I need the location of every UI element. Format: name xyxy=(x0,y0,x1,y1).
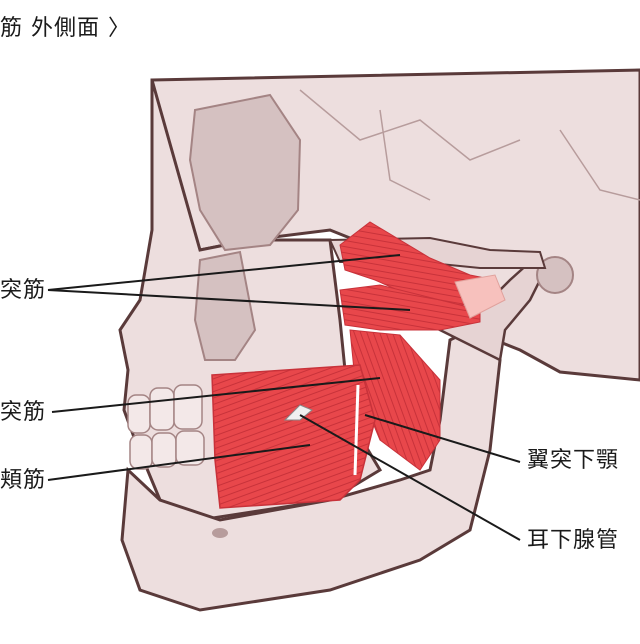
pointer-lines xyxy=(47,254,521,541)
label-pterygomandibular: 翼突下顎 xyxy=(527,448,620,473)
buccinator-muscle xyxy=(211,364,376,509)
label-buccinator: 頬筋 xyxy=(0,468,47,493)
pterygoid-lower xyxy=(339,284,481,331)
label-pterygoid: 突筋 xyxy=(0,278,47,303)
parotid-duct-opening xyxy=(283,404,313,421)
nasal-cavity xyxy=(193,250,257,361)
diagram-title: 筋 外側面 〉 xyxy=(0,16,131,41)
label-process-muscle: 突筋 xyxy=(0,400,47,425)
ear-canal xyxy=(536,256,574,294)
orbit xyxy=(188,93,302,252)
label-parotid-duct: 耳下腺管 xyxy=(527,528,620,553)
pterygoid-tendon xyxy=(454,274,506,319)
pterygomandibular-raphe xyxy=(353,384,360,476)
mental-foramen xyxy=(212,528,228,538)
